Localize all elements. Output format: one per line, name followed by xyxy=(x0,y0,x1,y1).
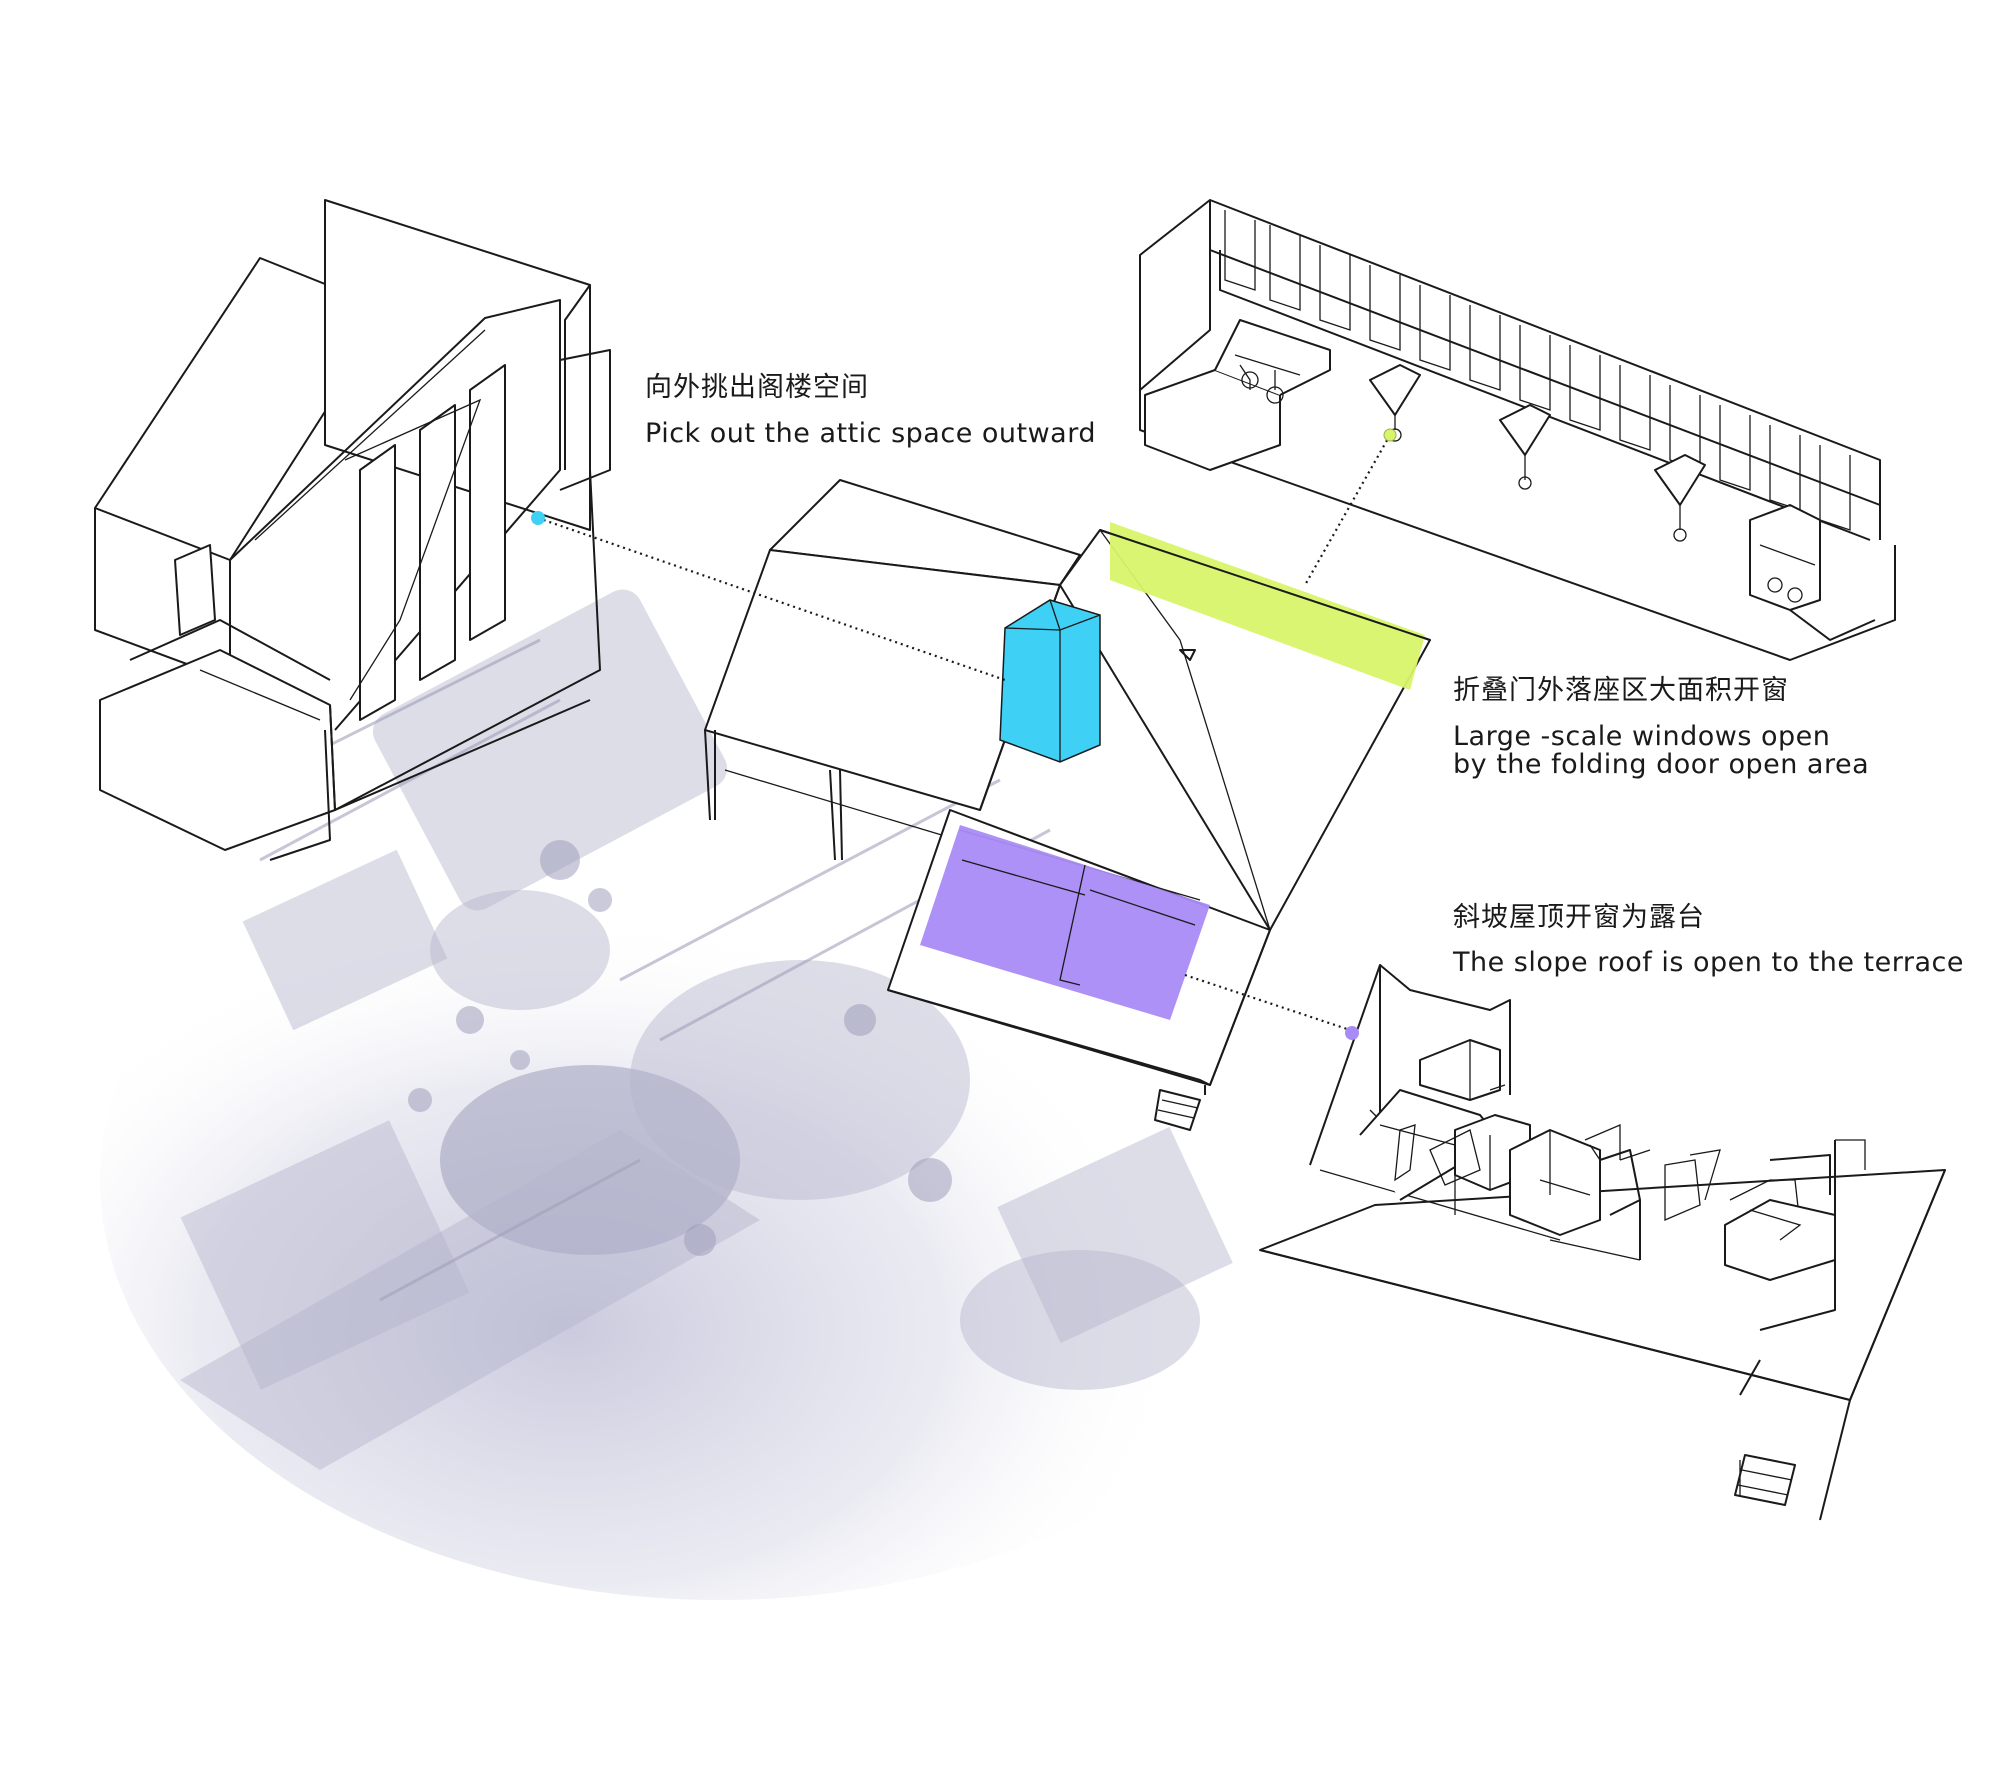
leader-lines xyxy=(531,428,1397,1040)
terrace-marker-dot xyxy=(1345,1026,1359,1040)
terrace-label-zh: 斜坡屋顶开窗为露台 xyxy=(1453,902,1705,933)
windows-marker-dot xyxy=(1383,428,1397,442)
attic-marker-dot xyxy=(531,511,545,525)
attic-model xyxy=(94,199,611,861)
windows-label-en-line2: by the folding door open area xyxy=(1453,749,1870,780)
windows-label-zh: 折叠门外落座区大面积开窗 xyxy=(1453,675,1789,706)
window-bay-model xyxy=(1139,199,1896,661)
main-building-model xyxy=(704,479,1431,1131)
attic-label-zh: 向外挑出阁楼空间 xyxy=(645,372,869,403)
terrace-label-en: The slope roof is open to the terrace xyxy=(1453,947,1964,978)
windows-label-en-line1: Large -scale windows open xyxy=(1453,721,1831,752)
terrace-model xyxy=(1259,964,1946,1521)
attic-label-en: Pick out the attic space outward xyxy=(645,418,1096,449)
